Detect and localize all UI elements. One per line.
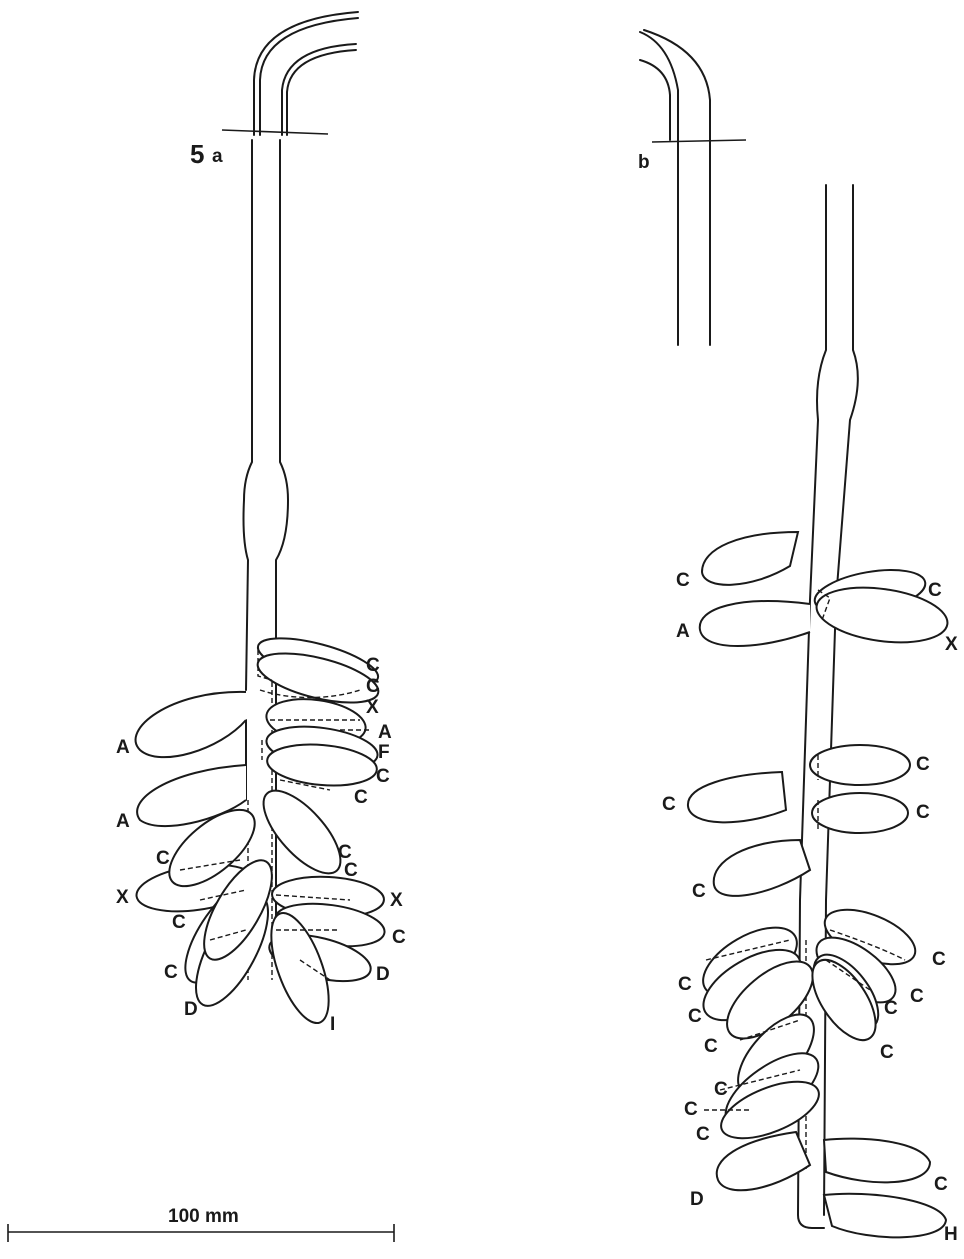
scale-bar-label: 100 mm [168,1206,239,1227]
label: D [376,964,390,985]
figure-number: 5 [190,139,204,169]
label: X [945,634,958,655]
label: C [692,881,706,902]
label: A [116,737,130,758]
label: F [378,742,390,763]
label: A [116,811,130,832]
label: C [884,998,898,1019]
label: D [690,1189,704,1210]
panel-a-axis [244,140,289,980]
label: C [934,1174,948,1195]
label: X [366,697,379,718]
label: C [366,676,380,697]
panel-a: 5 a C C X A F C C A A C C C X X C C C D … [116,12,406,1035]
label: C [344,860,358,881]
label: X [390,890,403,911]
panel-b-leaves-left [688,532,830,1190]
label: C [688,1006,702,1027]
label: C [714,1079,728,1100]
label: C [156,848,170,869]
label: C [172,912,186,933]
label: C [704,1036,718,1057]
label: H [944,1224,958,1245]
label: C [366,655,380,676]
scale-bar: 100 mm [8,1206,394,1242]
panel-b-leaves-right [800,563,951,1238]
label: C [662,794,676,815]
label: C [164,962,178,983]
label: C [392,927,406,948]
label: C [880,1042,894,1063]
label: X [116,887,129,908]
label: C [376,766,390,787]
label: C [932,949,946,970]
panel-a-hook [222,12,358,135]
label: C [928,580,942,601]
label: D [184,999,198,1020]
label: C [916,802,930,823]
label: C [676,570,690,591]
label: C [684,1099,698,1120]
panel-b-labels: C C A X C C C C C C C C C C C C C C C E … [662,570,958,1245]
label: C [910,986,924,1007]
label: A [378,722,392,743]
panel-a-letter: a [212,146,223,167]
label: C [696,1124,710,1145]
label: C [678,974,692,995]
panel-b-hook: b [638,30,746,345]
label: C [354,787,368,808]
label: C [916,754,930,775]
label: A [676,621,690,642]
label: I [330,1014,335,1035]
panel-b-letter: b [638,152,650,173]
panel-b: b [638,30,958,1245]
